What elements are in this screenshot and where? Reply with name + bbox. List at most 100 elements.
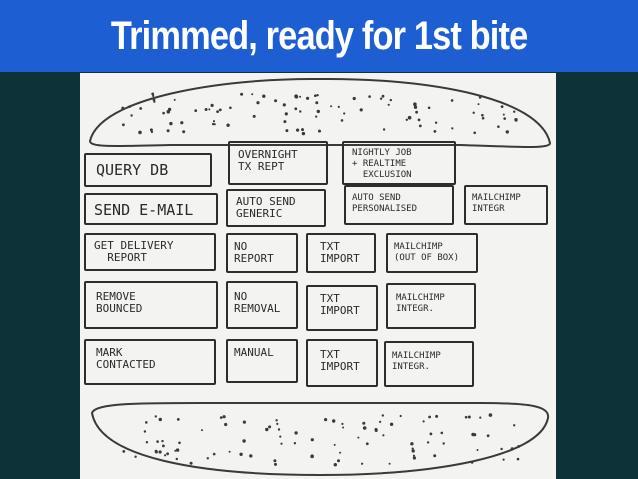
seed-dot: [213, 453, 216, 456]
seed-dot: [414, 106, 417, 109]
title-banner: Trimmed, ready for 1st bite: [0, 0, 638, 72]
seed-dot: [513, 424, 515, 426]
seed-dot: [174, 450, 176, 452]
seed-dot: [517, 458, 520, 461]
seed-dot: [360, 108, 363, 111]
seed-dot: [294, 442, 296, 444]
seed-dot: [162, 445, 165, 448]
seed-dot: [220, 416, 223, 419]
seed-dot: [408, 116, 412, 120]
seed-dot: [296, 129, 299, 132]
seed-dot: [251, 93, 253, 95]
seed-dot: [503, 114, 505, 116]
seed-dot: [156, 440, 159, 443]
seed-dot: [382, 434, 384, 436]
seed-dot: [212, 123, 214, 125]
seed-dot: [294, 431, 297, 434]
seed-dot: [155, 450, 158, 453]
seed-dot: [139, 107, 142, 110]
seed-dot: [380, 98, 382, 100]
step-box-mark-contacted: MARK CONTACTED: [84, 339, 216, 385]
seed-dot: [423, 420, 425, 422]
seed-dot: [265, 428, 268, 431]
seed-dot: [274, 99, 277, 102]
option-box: AUTO SEND GENERIC: [226, 189, 326, 227]
seed-dot: [481, 114, 484, 117]
bottom-bun: [92, 403, 548, 475]
option-label: MAILCHIMP INTEGR.: [396, 293, 445, 315]
option-box: TXT IMPORT: [306, 233, 376, 273]
option-label: AUTO SEND GENERIC: [236, 196, 296, 220]
bun-drawing: [80, 73, 556, 479]
seed-dot: [477, 449, 479, 451]
step-label: GET DELIVERY REPORT: [94, 240, 173, 264]
option-box: MAILCHIMP INTEGR: [464, 185, 548, 225]
option-label: MAILCHIMP INTEGR: [472, 193, 521, 215]
seed-dot: [500, 448, 502, 450]
seed-dot: [224, 423, 227, 426]
seed-dot: [379, 421, 381, 423]
seed-dot: [213, 120, 215, 122]
seed-dot: [138, 131, 142, 135]
option-label: TXT IMPORT: [320, 349, 360, 373]
step-label: SEND E-MAIL: [94, 202, 193, 218]
option-box: OVERNIGHT TX REPT: [228, 141, 328, 185]
seed-dot: [388, 104, 390, 106]
seed-dot: [166, 452, 169, 455]
seed-dot: [382, 414, 384, 416]
seed-dot: [427, 441, 429, 443]
option-label: AUTO SEND PERSONALISED: [352, 193, 417, 215]
seed-dot: [317, 110, 320, 113]
seed-dot: [151, 131, 153, 133]
seed-dot: [473, 132, 476, 135]
whiteboard-sketch: QUERY DB OVERNIGHT TX REPT NIGHTLY JOB +…: [80, 73, 556, 479]
seed-dot: [334, 444, 336, 446]
seed-dot: [216, 110, 219, 113]
seed-dot: [306, 97, 309, 100]
seed-dot: [487, 434, 490, 437]
seed-dot: [299, 110, 301, 112]
seed-dot: [294, 107, 297, 110]
seed-dot: [278, 428, 280, 430]
seed-dot: [413, 456, 416, 459]
seed-dot: [382, 95, 385, 98]
seed-dot: [314, 94, 317, 97]
seed-dot: [226, 124, 229, 127]
seed-dot: [144, 430, 146, 432]
seed-dot: [169, 122, 172, 125]
seed-dot: [471, 433, 475, 437]
seed-dot: [273, 459, 276, 462]
seed-dot: [130, 114, 132, 116]
seed-dot: [151, 93, 154, 96]
seed-dot: [501, 105, 504, 108]
option-box: TXT IMPORT: [306, 285, 378, 331]
seed-dot: [342, 427, 344, 429]
seed-dot: [451, 99, 454, 102]
seed-dot: [511, 447, 514, 450]
option-label: NO REPORT: [234, 241, 274, 265]
seed-dot: [275, 419, 277, 421]
slide-title: Trimmed, ready for 1st bite: [111, 14, 527, 59]
seed-dot: [167, 129, 170, 132]
seed-dot: [239, 453, 242, 456]
seed-dot: [318, 130, 321, 133]
seed-dot: [390, 99, 392, 101]
seed-dot: [146, 441, 148, 443]
seed-dot: [368, 95, 371, 98]
option-label: TXT IMPORT: [320, 293, 360, 317]
seed-dot: [205, 108, 208, 111]
seed-dot: [338, 106, 340, 108]
seed-dot: [515, 120, 517, 122]
seed-dot: [430, 433, 433, 436]
seed-dot: [128, 105, 131, 108]
option-label: TXT IMPORT: [320, 241, 360, 265]
option-label: MAILCHIMP INTEGR.: [392, 351, 441, 373]
seed-dot: [503, 459, 505, 461]
step-label: MARK CONTACTED: [96, 347, 156, 371]
seed-dot: [299, 96, 301, 98]
seed-dot: [357, 437, 359, 439]
seed-dot: [176, 458, 178, 460]
seed-dot: [194, 109, 197, 112]
option-label: NIGHTLY JOB + REALTIME EXCLUSION: [352, 148, 412, 181]
seed-dot: [339, 452, 341, 454]
